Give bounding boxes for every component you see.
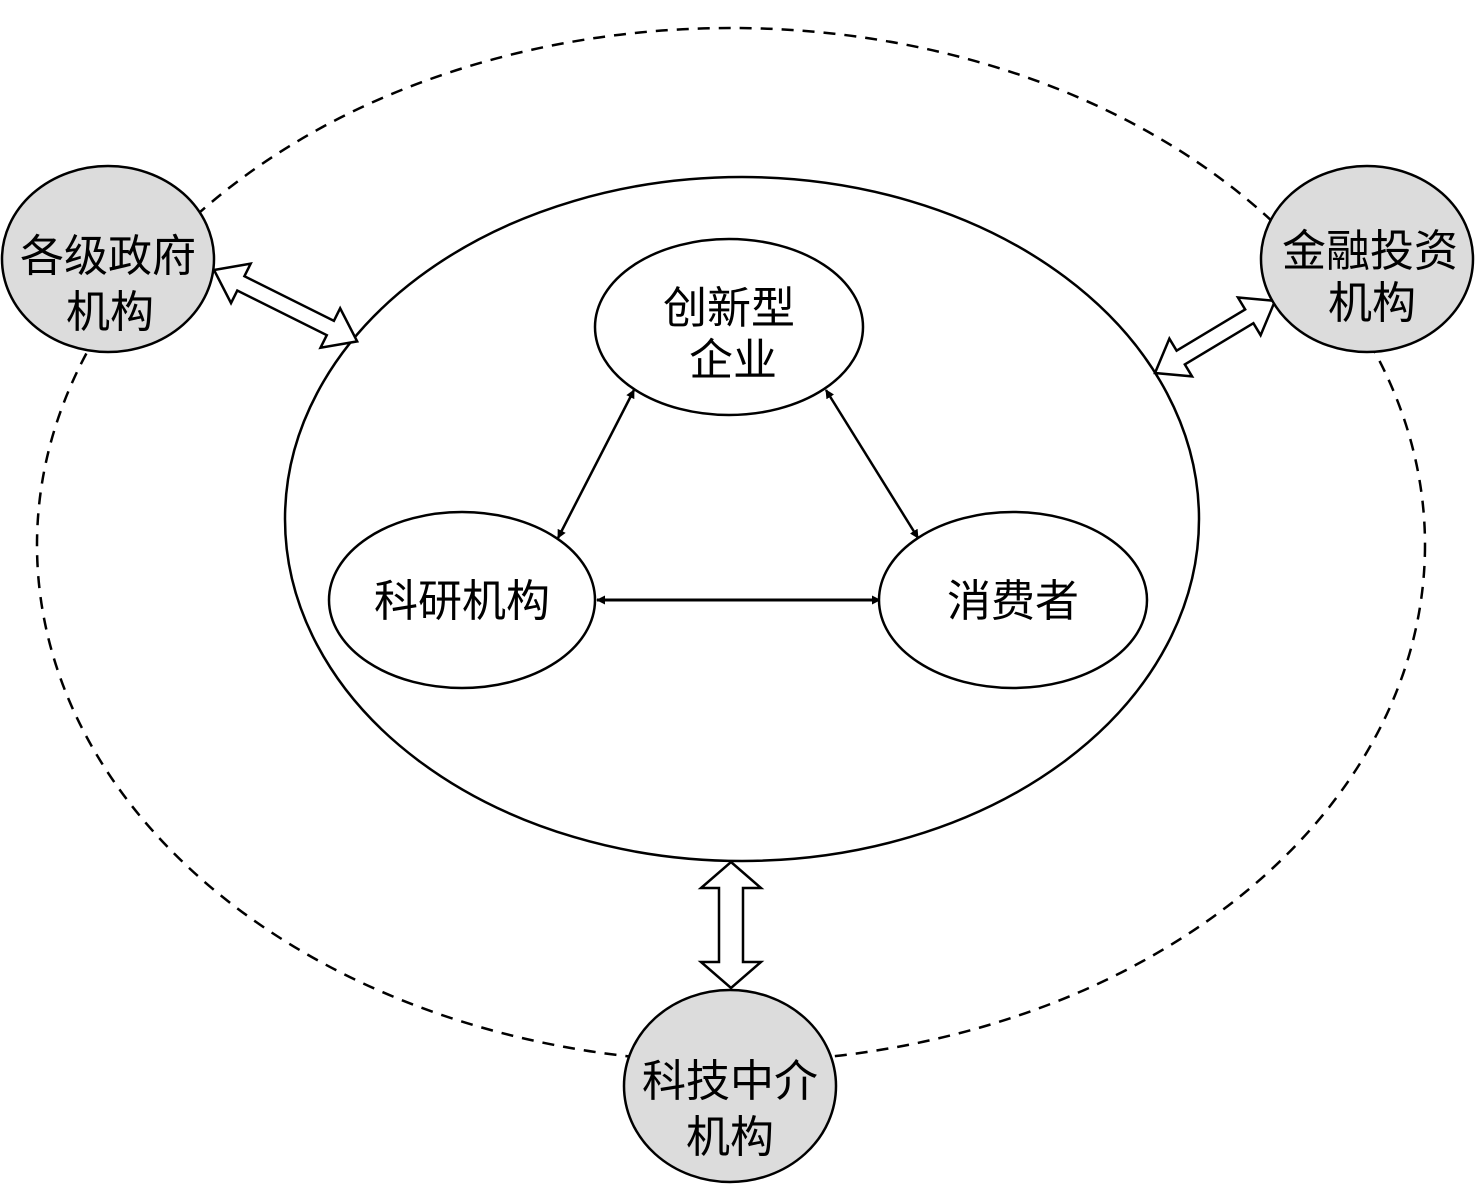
node-finance-line-1: 金融投资 xyxy=(1282,226,1458,277)
node-consumer: 消费者 xyxy=(877,510,1149,690)
hollow-arrow-finance xyxy=(1153,296,1277,378)
hollow-arrow-intermediary xyxy=(697,860,765,990)
node-government: 各级政府 机构 xyxy=(0,164,216,354)
node-research: 科研机构 xyxy=(327,510,597,690)
node-consumer-label: 消费者 xyxy=(947,576,1079,627)
node-research-label: 科研机构 xyxy=(374,576,550,627)
node-enterprise-line-1: 创新型 xyxy=(663,283,795,334)
node-enterprise-line-2: 企业 xyxy=(689,335,777,386)
node-enterprise: 创新型 企业 xyxy=(593,237,865,417)
node-government-line-2: 机构 xyxy=(66,287,154,338)
edge-enterprise-consumer xyxy=(824,389,920,539)
node-intermediary-line-2: 机构 xyxy=(686,1112,774,1163)
node-government-line-1: 各级政府 xyxy=(20,231,196,282)
hollow-arrow-government xyxy=(212,262,360,350)
edge-enterprise-research xyxy=(556,389,636,539)
node-finance-line-2: 机构 xyxy=(1328,278,1416,329)
node-intermediary: 科技中介 机构 xyxy=(622,988,838,1184)
node-intermediary-line-1: 科技中介 xyxy=(642,1056,818,1107)
core-system-ring xyxy=(283,175,1201,863)
node-finance: 金融投资 机构 xyxy=(1259,164,1475,354)
